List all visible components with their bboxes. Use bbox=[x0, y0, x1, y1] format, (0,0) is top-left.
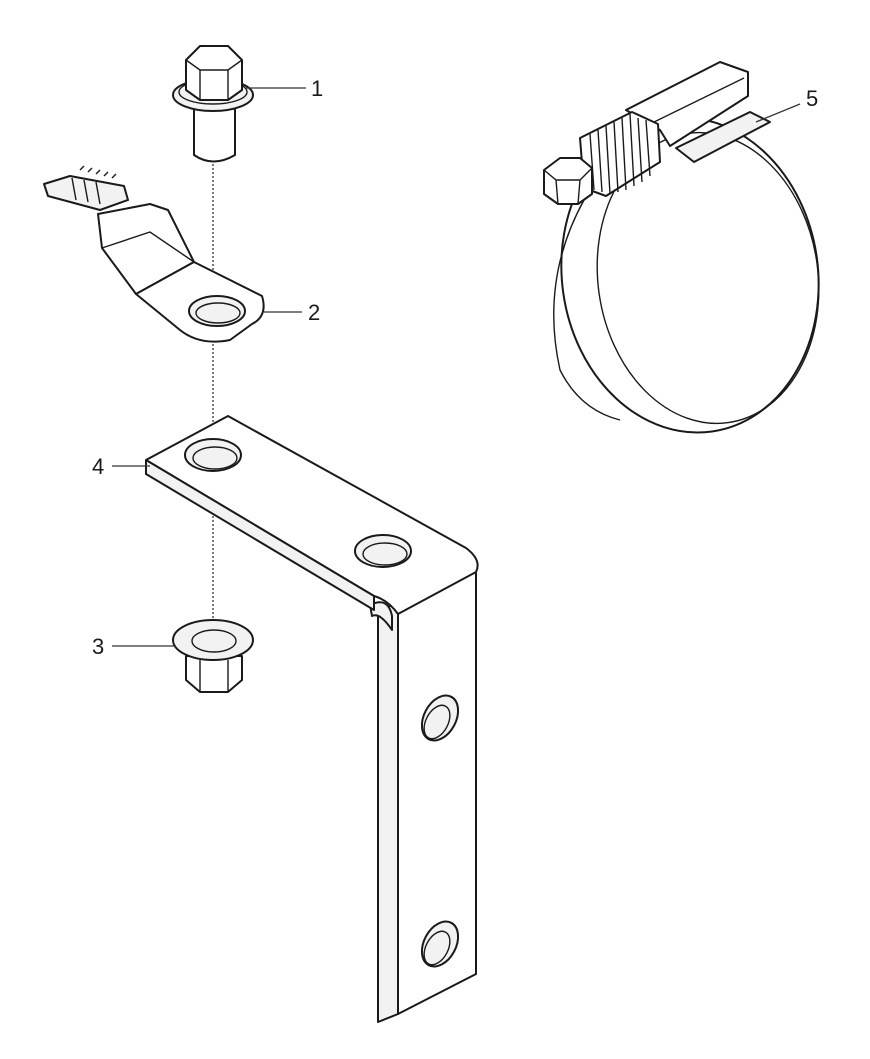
cable-lug-part bbox=[43, 165, 265, 343]
callout-5: 5 bbox=[806, 86, 818, 111]
flange-nut-part bbox=[172, 619, 254, 693]
callout-2: 2 bbox=[308, 300, 320, 325]
bolt-part bbox=[172, 45, 254, 163]
callout-3: 3 bbox=[92, 634, 104, 659]
callout-4: 4 bbox=[92, 454, 104, 479]
hose-clamp-part bbox=[543, 61, 820, 434]
leader-line-5 bbox=[755, 103, 801, 123]
bracket-part bbox=[145, 415, 479, 1023]
callout-1: 1 bbox=[311, 76, 323, 101]
